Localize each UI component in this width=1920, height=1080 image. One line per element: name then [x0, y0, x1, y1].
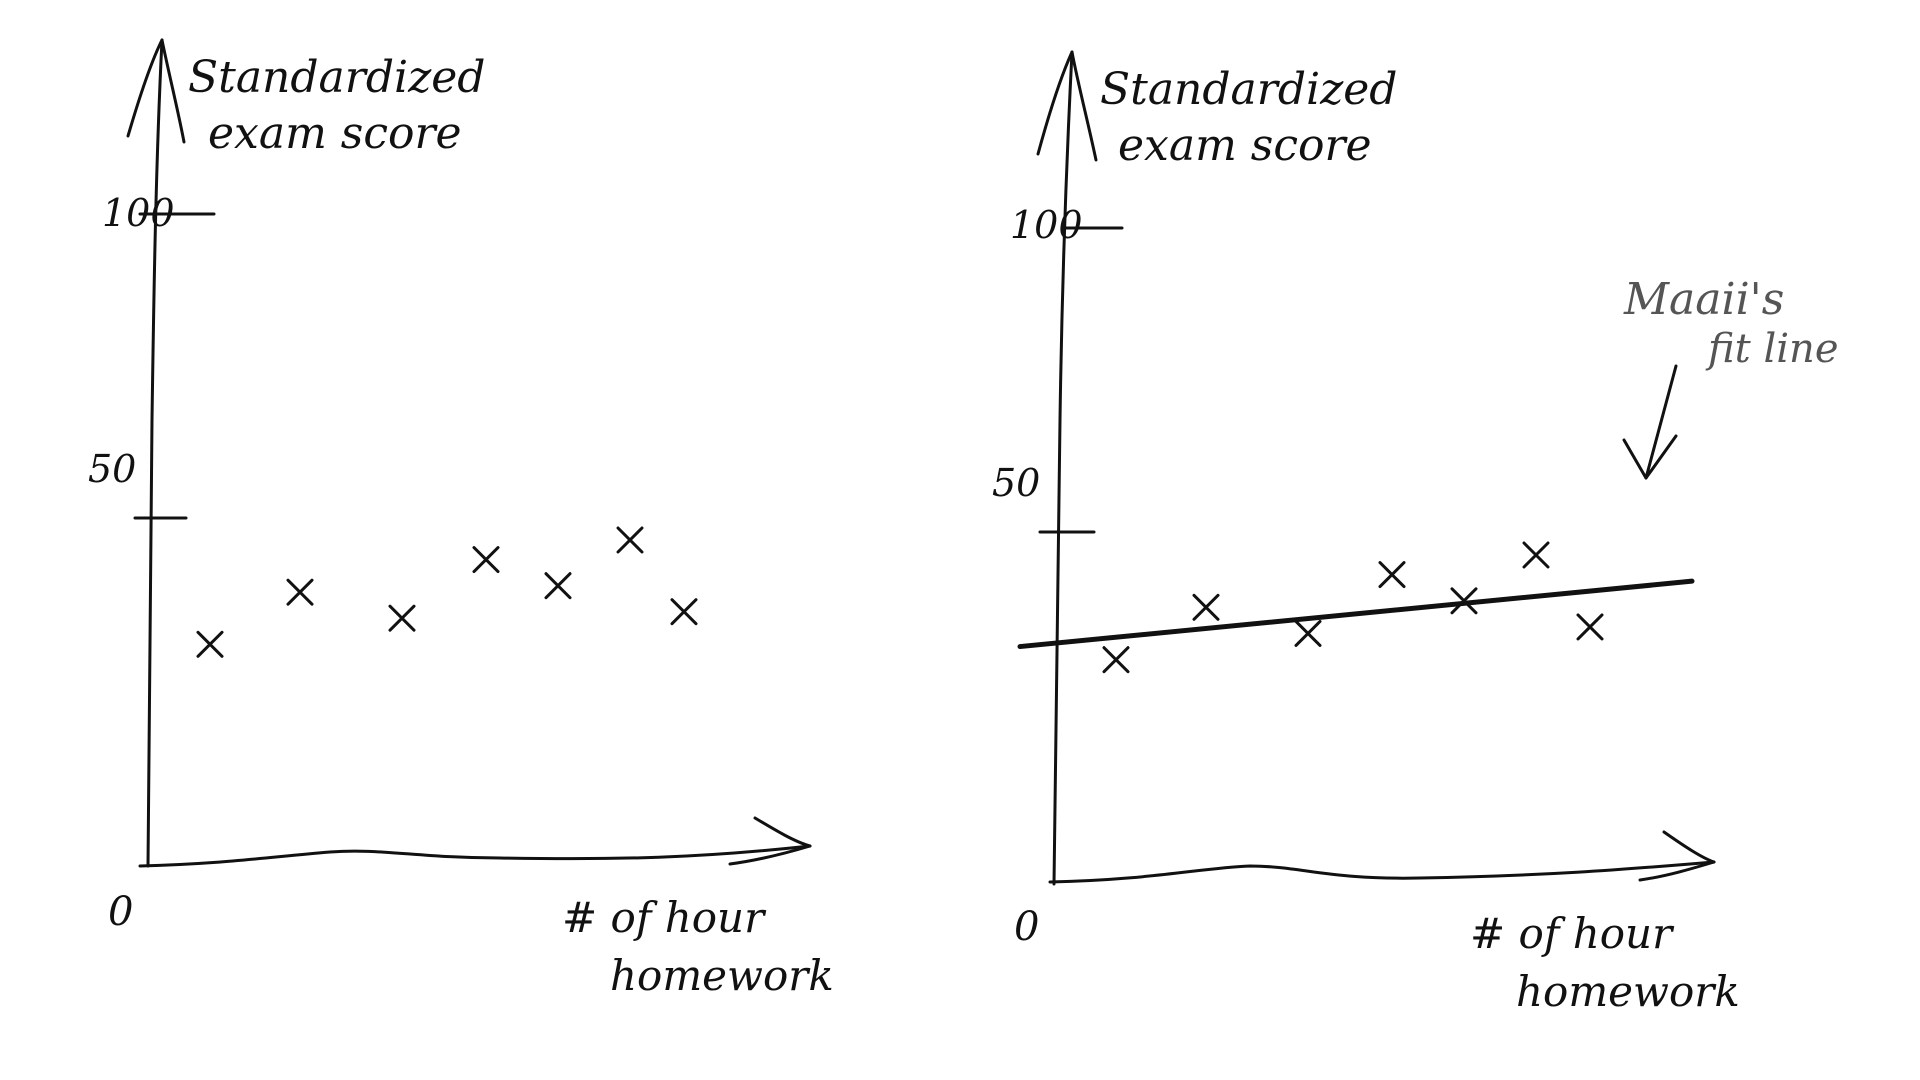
- ytick-label-100: 100: [102, 191, 175, 235]
- x-axis: [1048, 860, 1716, 884]
- data-point-1: [1102, 646, 1130, 674]
- data-point-2: [286, 578, 314, 606]
- left-chart: 50 100 0 Standardized exam score # of ho…: [88, 38, 834, 1000]
- data-point-2: [1192, 593, 1220, 621]
- y-axis-label-line-1: Standardized: [188, 52, 485, 103]
- data-point-5: [544, 572, 572, 600]
- x-axis-label-line-2: homework: [610, 951, 834, 1000]
- data-point-3: [388, 604, 416, 632]
- data-points: [196, 526, 698, 658]
- y-axis-arrowhead: [126, 38, 186, 144]
- data-point-5: [1450, 587, 1478, 615]
- data-point-6: [616, 526, 644, 554]
- data-point-1: [196, 630, 224, 658]
- data-points: [1102, 541, 1604, 674]
- ytick-label-50: 50: [992, 461, 1040, 505]
- y-axis-label-line-1: Standardized: [1100, 64, 1397, 115]
- x-axis-label-line-1: # of hour: [1470, 909, 1675, 958]
- y-axis-label-line-2: exam score: [1118, 120, 1372, 171]
- annotation-line-1: Maaii's: [1623, 274, 1784, 325]
- y-axis: [1052, 50, 1074, 886]
- right-chart: 50 100 0 Standardized exam score # of ho…: [992, 50, 1839, 1016]
- origin-label: 0: [108, 889, 133, 935]
- x-axis-arrowhead: [1638, 830, 1716, 882]
- origin-label: 0: [1014, 904, 1039, 950]
- data-point-6: [1522, 541, 1550, 569]
- y-axis-label-line-2: exam score: [208, 108, 462, 159]
- y-axis-arrowhead: [1036, 50, 1098, 162]
- fit-line: [1017, 578, 1695, 650]
- annotation-arrow: [1644, 364, 1678, 480]
- annotation-line-2: fit line: [1705, 326, 1839, 372]
- data-point-3: [1294, 619, 1322, 647]
- x-axis-label-line-1: # of hour: [562, 893, 767, 942]
- data-point-4: [472, 546, 500, 574]
- annotation-arrowhead: [1622, 434, 1678, 480]
- x-axis-arrowhead: [728, 816, 812, 866]
- y-axis: [146, 38, 164, 868]
- data-point-4: [1378, 561, 1406, 589]
- x-axis: [138, 844, 812, 868]
- data-point-7: [670, 598, 698, 626]
- x-axis-label-line-2: homework: [1516, 967, 1740, 1016]
- ytick-label-50: 50: [88, 447, 136, 491]
- data-point-7: [1576, 613, 1604, 641]
- ytick-label-100: 100: [1010, 203, 1083, 247]
